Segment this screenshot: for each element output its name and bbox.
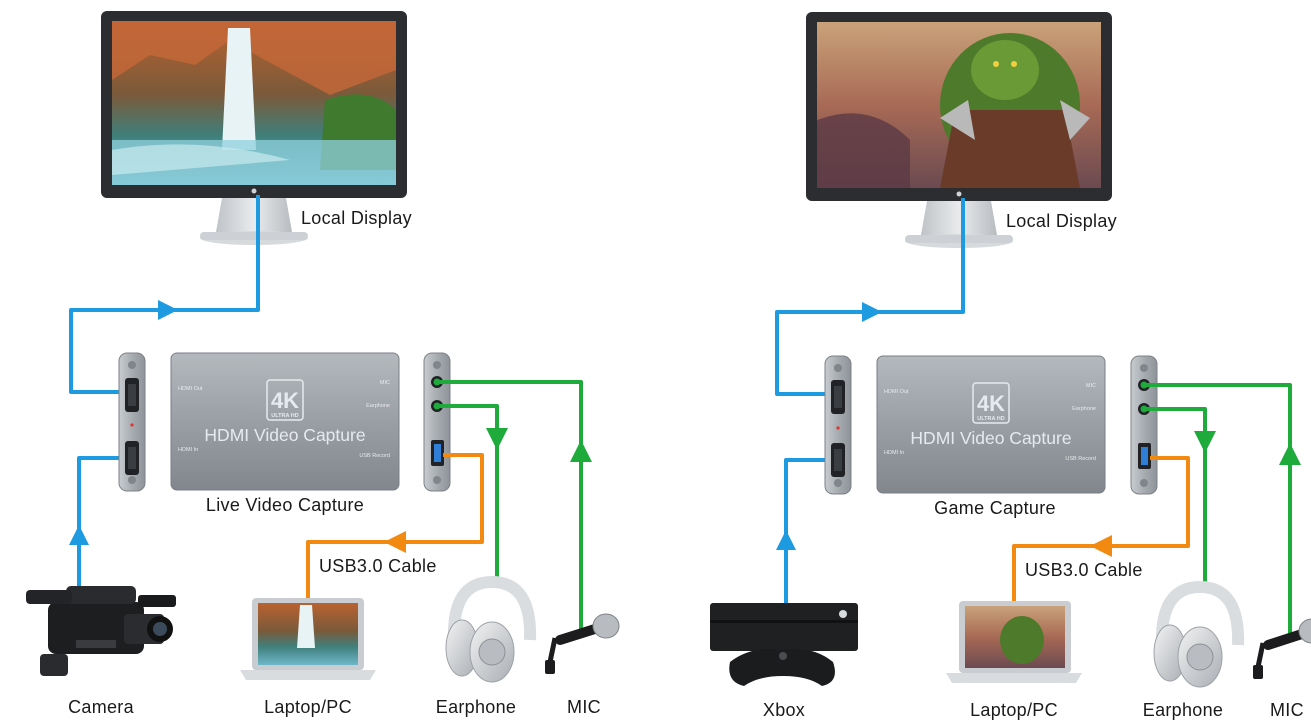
left-usb-label: USB3.0 Cable: [319, 556, 437, 576]
left-badge-4k: 4K: [271, 388, 299, 413]
left-usb-cable: [306, 453, 484, 601]
left-setup: 4K ULTRA HD HDMI Video Capture HDMI Out …: [26, 11, 620, 683]
left-laptop-label: Laptop/PC: [264, 697, 352, 717]
right-laptop-label: Laptop/PC: [970, 700, 1058, 720]
right-laptop-icon: [946, 601, 1082, 683]
xbox-icon: [710, 603, 858, 686]
right-hdmi-in-cable: [784, 458, 837, 604]
right-usb-arrow: [1090, 535, 1112, 557]
left-badge-ultra-hd: ULTRA HD: [271, 413, 299, 419]
left-port-label-earphone: Earphone: [366, 403, 390, 409]
right-hdmi-in-arrow: [776, 530, 796, 550]
left-local-display: [101, 11, 407, 245]
left-device-title: HDMI Video Capture: [204, 425, 365, 445]
right-headphones-icon: [1153, 580, 1245, 688]
right-earphone-label: Earphone: [1142, 700, 1224, 720]
left-earphone-arrow: [486, 428, 508, 450]
left-camera-label: Camera: [68, 697, 134, 717]
left-hdmi-port-panel: [118, 352, 146, 492]
left-earphone-label: Earphone: [435, 697, 517, 717]
right-badge-ultra-hd: ULTRA HD: [977, 416, 1005, 422]
left-hdmi-in-cable: [77, 456, 131, 598]
left-mic-cable: [437, 380, 583, 630]
left-port-label-hdmi-in: HDMI In: [178, 447, 198, 453]
left-port-label-mic: MIC: [380, 380, 390, 386]
camera-icon: [26, 586, 176, 676]
left-display-label: Local Display: [301, 208, 412, 228]
right-mic-cable: [1144, 383, 1292, 636]
left-capture-device: 4K ULTRA HD HDMI Video Capture HDMI Out …: [170, 352, 400, 491]
right-hdmi-out-cable: [775, 198, 965, 396]
right-usb-cable: [1012, 456, 1190, 605]
left-mic-label: MIC: [567, 697, 601, 717]
right-port-label-hdmi-in: HDMI In: [884, 450, 904, 456]
left-microphone-icon: [545, 613, 620, 674]
right-port-label-mic: MIC: [1086, 383, 1096, 389]
right-hdmi-port-panel: [824, 355, 852, 495]
right-port-label-earphone: Earphone: [1072, 406, 1096, 412]
right-earphone-arrow: [1194, 431, 1216, 453]
left-capture-label: Live Video Capture: [205, 495, 365, 515]
left-hdmi-in-arrow: [69, 525, 89, 545]
right-setup: 4K ULTRA HD HDMI Video Capture HDMI Out …: [710, 12, 1311, 688]
left-laptop-icon: [240, 598, 376, 680]
right-mic-arrow: [1279, 443, 1301, 465]
right-mic-label: MIC: [1270, 700, 1304, 720]
right-microphone-icon: [1253, 618, 1311, 679]
right-capture-device: 4K ULTRA HD HDMI Video Capture HDMI Out …: [876, 355, 1106, 494]
left-hdmi-out-cable: [69, 195, 260, 394]
left-port-label-hdmi-out: HDMI Out: [178, 386, 203, 392]
left-earphone-cable: [437, 404, 499, 583]
right-capture-label: Game Capture: [934, 498, 1056, 518]
left-mic-arrow: [570, 440, 592, 462]
right-local-display: [806, 12, 1112, 248]
left-headphones-icon: [445, 575, 537, 683]
right-port-label-hdmi-out: HDMI Out: [884, 389, 909, 395]
right-display-label: Local Display: [1006, 211, 1117, 231]
left-usb-arrow: [384, 531, 406, 553]
right-usb-label: USB3.0 Cable: [1025, 560, 1143, 580]
right-hdmi-out-arrow: [862, 302, 882, 322]
right-audio-usb-panel: [1130, 355, 1158, 495]
right-device-title: HDMI Video Capture: [910, 428, 1071, 448]
left-port-label-usb: USB Record: [359, 453, 390, 459]
right-badge-4k: 4K: [977, 391, 1005, 416]
left-hdmi-out-arrow: [158, 300, 178, 320]
right-xbox-label: Xbox: [762, 700, 806, 720]
right-earphone-cable: [1144, 407, 1207, 587]
right-port-label-usb: USB Record: [1065, 456, 1096, 462]
left-audio-usb-panel: [423, 352, 451, 492]
